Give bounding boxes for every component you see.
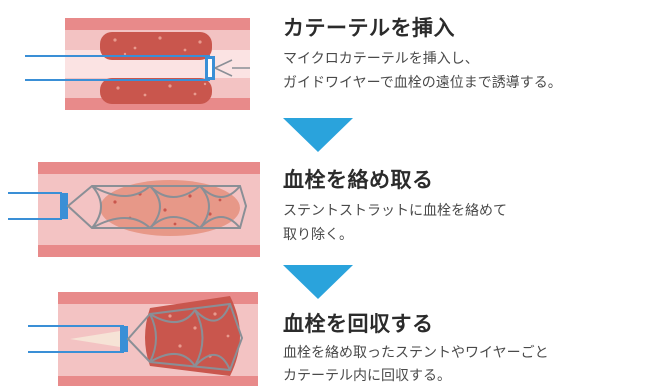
step-2-description-line-1: ステントストラットに血栓を絡めて	[283, 203, 507, 219]
step-3-description-line-2: カテーテル内に回収する。	[283, 368, 451, 384]
step-2-description-line-2: 取り除く。	[283, 227, 353, 243]
step-3-title: 血栓を回収する	[283, 312, 434, 336]
step-retrieve-thrombus: 血栓を回収する 血栓を絡め取ったステントやワイヤーごと カテーテル内に回収する。	[0, 286, 652, 386]
step-insert-catheter: カテーテルを挿入 マイクロカテーテルを挿入し、 ガイドワイヤーで血栓の遠位まで誘…	[0, 0, 652, 120]
step-2-title: 血栓を絡め取る	[283, 168, 434, 192]
step-1-title: カテーテルを挿入	[283, 16, 455, 40]
down-arrow-icon	[283, 265, 353, 299]
step-capture-thrombus: 血栓を絡め取る ステントストラットに血栓を絡めて 取り除く。	[0, 150, 652, 265]
step-1-description-line-1: マイクロカテーテルを挿入し、	[283, 51, 479, 67]
insert-catheter-illustration	[25, 18, 250, 110]
capture-thrombus-illustration	[8, 162, 260, 257]
down-arrow-icon	[283, 118, 353, 152]
retrieve-thrombus-illustration	[28, 292, 258, 386]
step-3-description-line-1: 血栓を絡め取ったステントやワイヤーごと	[283, 345, 549, 361]
step-1-description-line-2: ガイドワイヤーで血栓の遠位まで誘導する。	[283, 75, 562, 91]
